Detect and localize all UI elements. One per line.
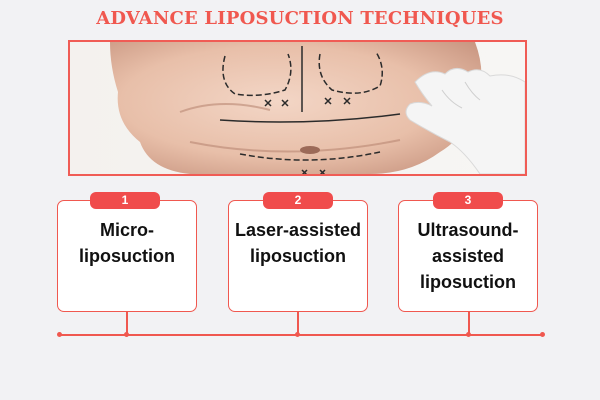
technique-card-ultrasound: Ultrasound- assisted liposuction — [398, 200, 538, 312]
timeline-end-dot — [57, 332, 62, 337]
technique-label: Laser-assisted liposuction — [234, 220, 362, 266]
timeline-node-dot — [295, 332, 300, 337]
technique-label: Ultrasound- assisted liposuction — [417, 220, 519, 292]
technique-number-badge: 2 — [263, 192, 333, 209]
technique-label: Micro- liposuction — [79, 220, 175, 266]
technique-number-badge: 3 — [433, 192, 503, 209]
timeline-connector — [126, 312, 128, 335]
technique-card-laser: Laser-assisted liposuction — [228, 200, 368, 312]
technique-number-badge: 1 — [90, 192, 160, 209]
timeline-connector — [297, 312, 299, 335]
timeline-node-dot — [124, 332, 129, 337]
timeline-line — [58, 334, 544, 336]
timeline-node-dot — [466, 332, 471, 337]
timeline-end-dot — [540, 332, 545, 337]
page-title: ADVANCE LIPOSUCTION TECHNIQUES — [96, 8, 504, 29]
photo-frame — [68, 40, 527, 176]
timeline-connector — [468, 312, 470, 335]
technique-card-micro: Micro- liposuction — [57, 200, 197, 312]
liposuction-markings-photo-icon — [70, 42, 525, 174]
